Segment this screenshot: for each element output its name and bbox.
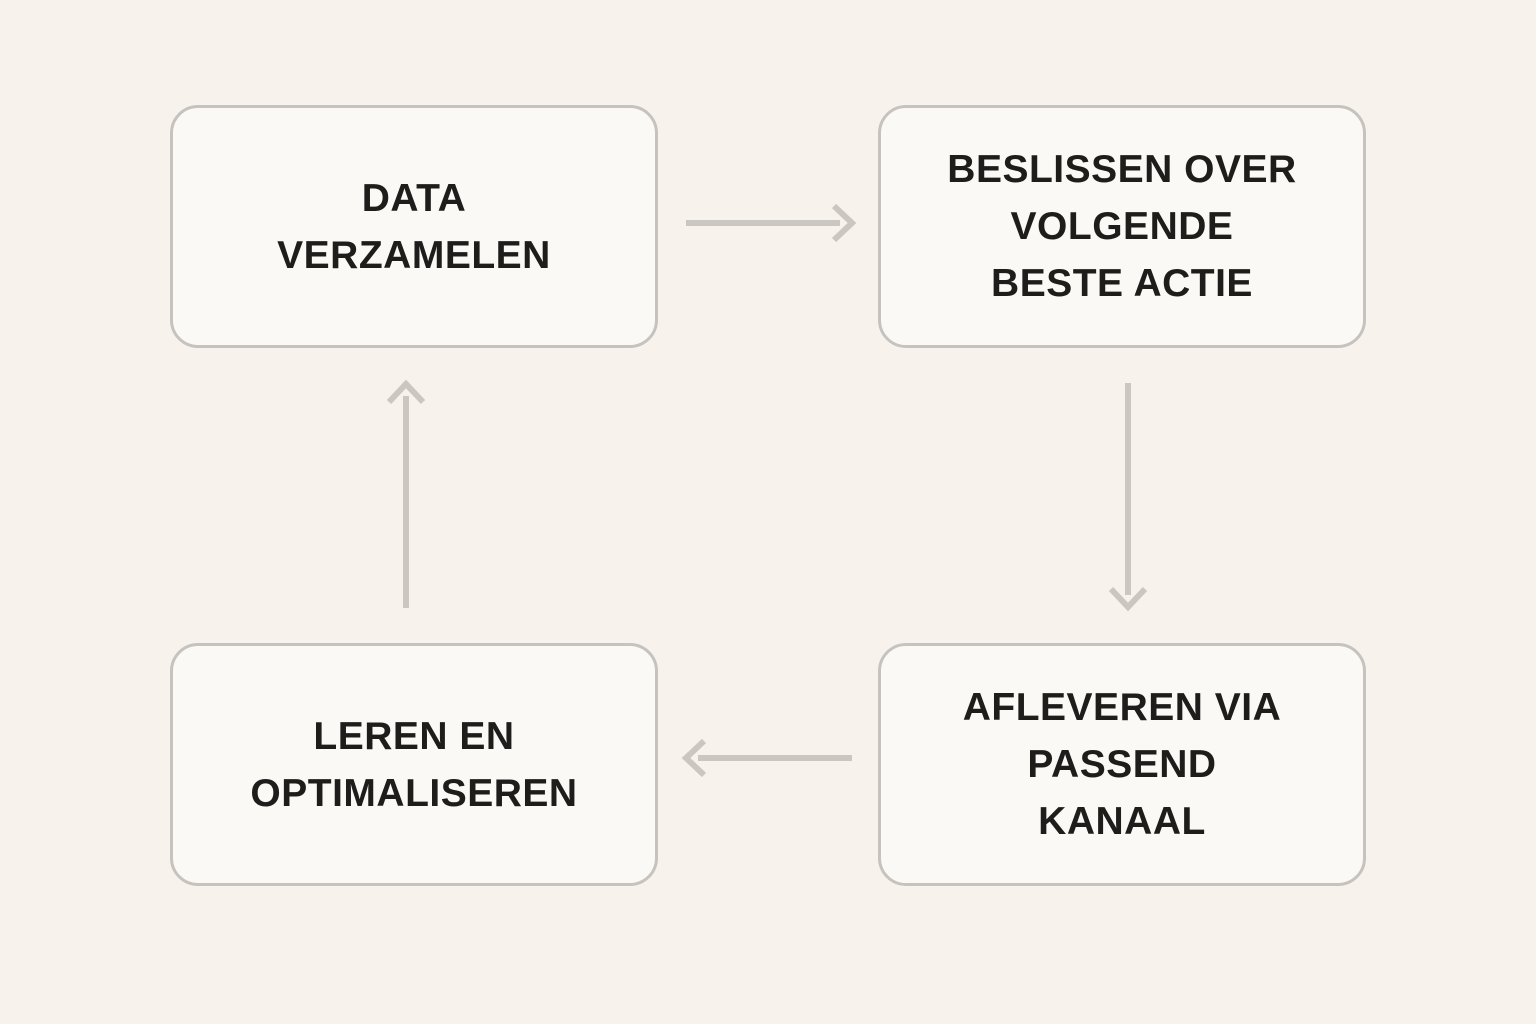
arrow-down-icon xyxy=(1108,383,1148,612)
node-data-verzamelen-label: DATA VERZAMELEN xyxy=(277,176,551,277)
node-afleveren-label: AFLEVEREN VIA PASSEND KANAAL xyxy=(962,686,1282,843)
arrow-right-icon xyxy=(686,203,857,243)
arrow-left-icon xyxy=(681,738,852,778)
node-beslissen-over-volgende-beste-actie: BESLISSEN OVER VOLGENDE BESTE ACTIE xyxy=(878,105,1366,348)
node-afleveren-via-passend-kanaal: AFLEVEREN VIA PASSEND KANAAL xyxy=(878,643,1366,886)
node-beslissen-label: BESLISSEN OVER VOLGENDE BESTE ACTIE xyxy=(947,148,1297,305)
node-leren-en-optimaliseren: LEREN EN OPTIMALISEREN xyxy=(170,643,658,886)
arrow-up-icon xyxy=(386,379,426,608)
node-leren-label: LEREN EN OPTIMALISEREN xyxy=(250,714,578,815)
node-data-verzamelen: DATA VERZAMELEN xyxy=(170,105,658,348)
